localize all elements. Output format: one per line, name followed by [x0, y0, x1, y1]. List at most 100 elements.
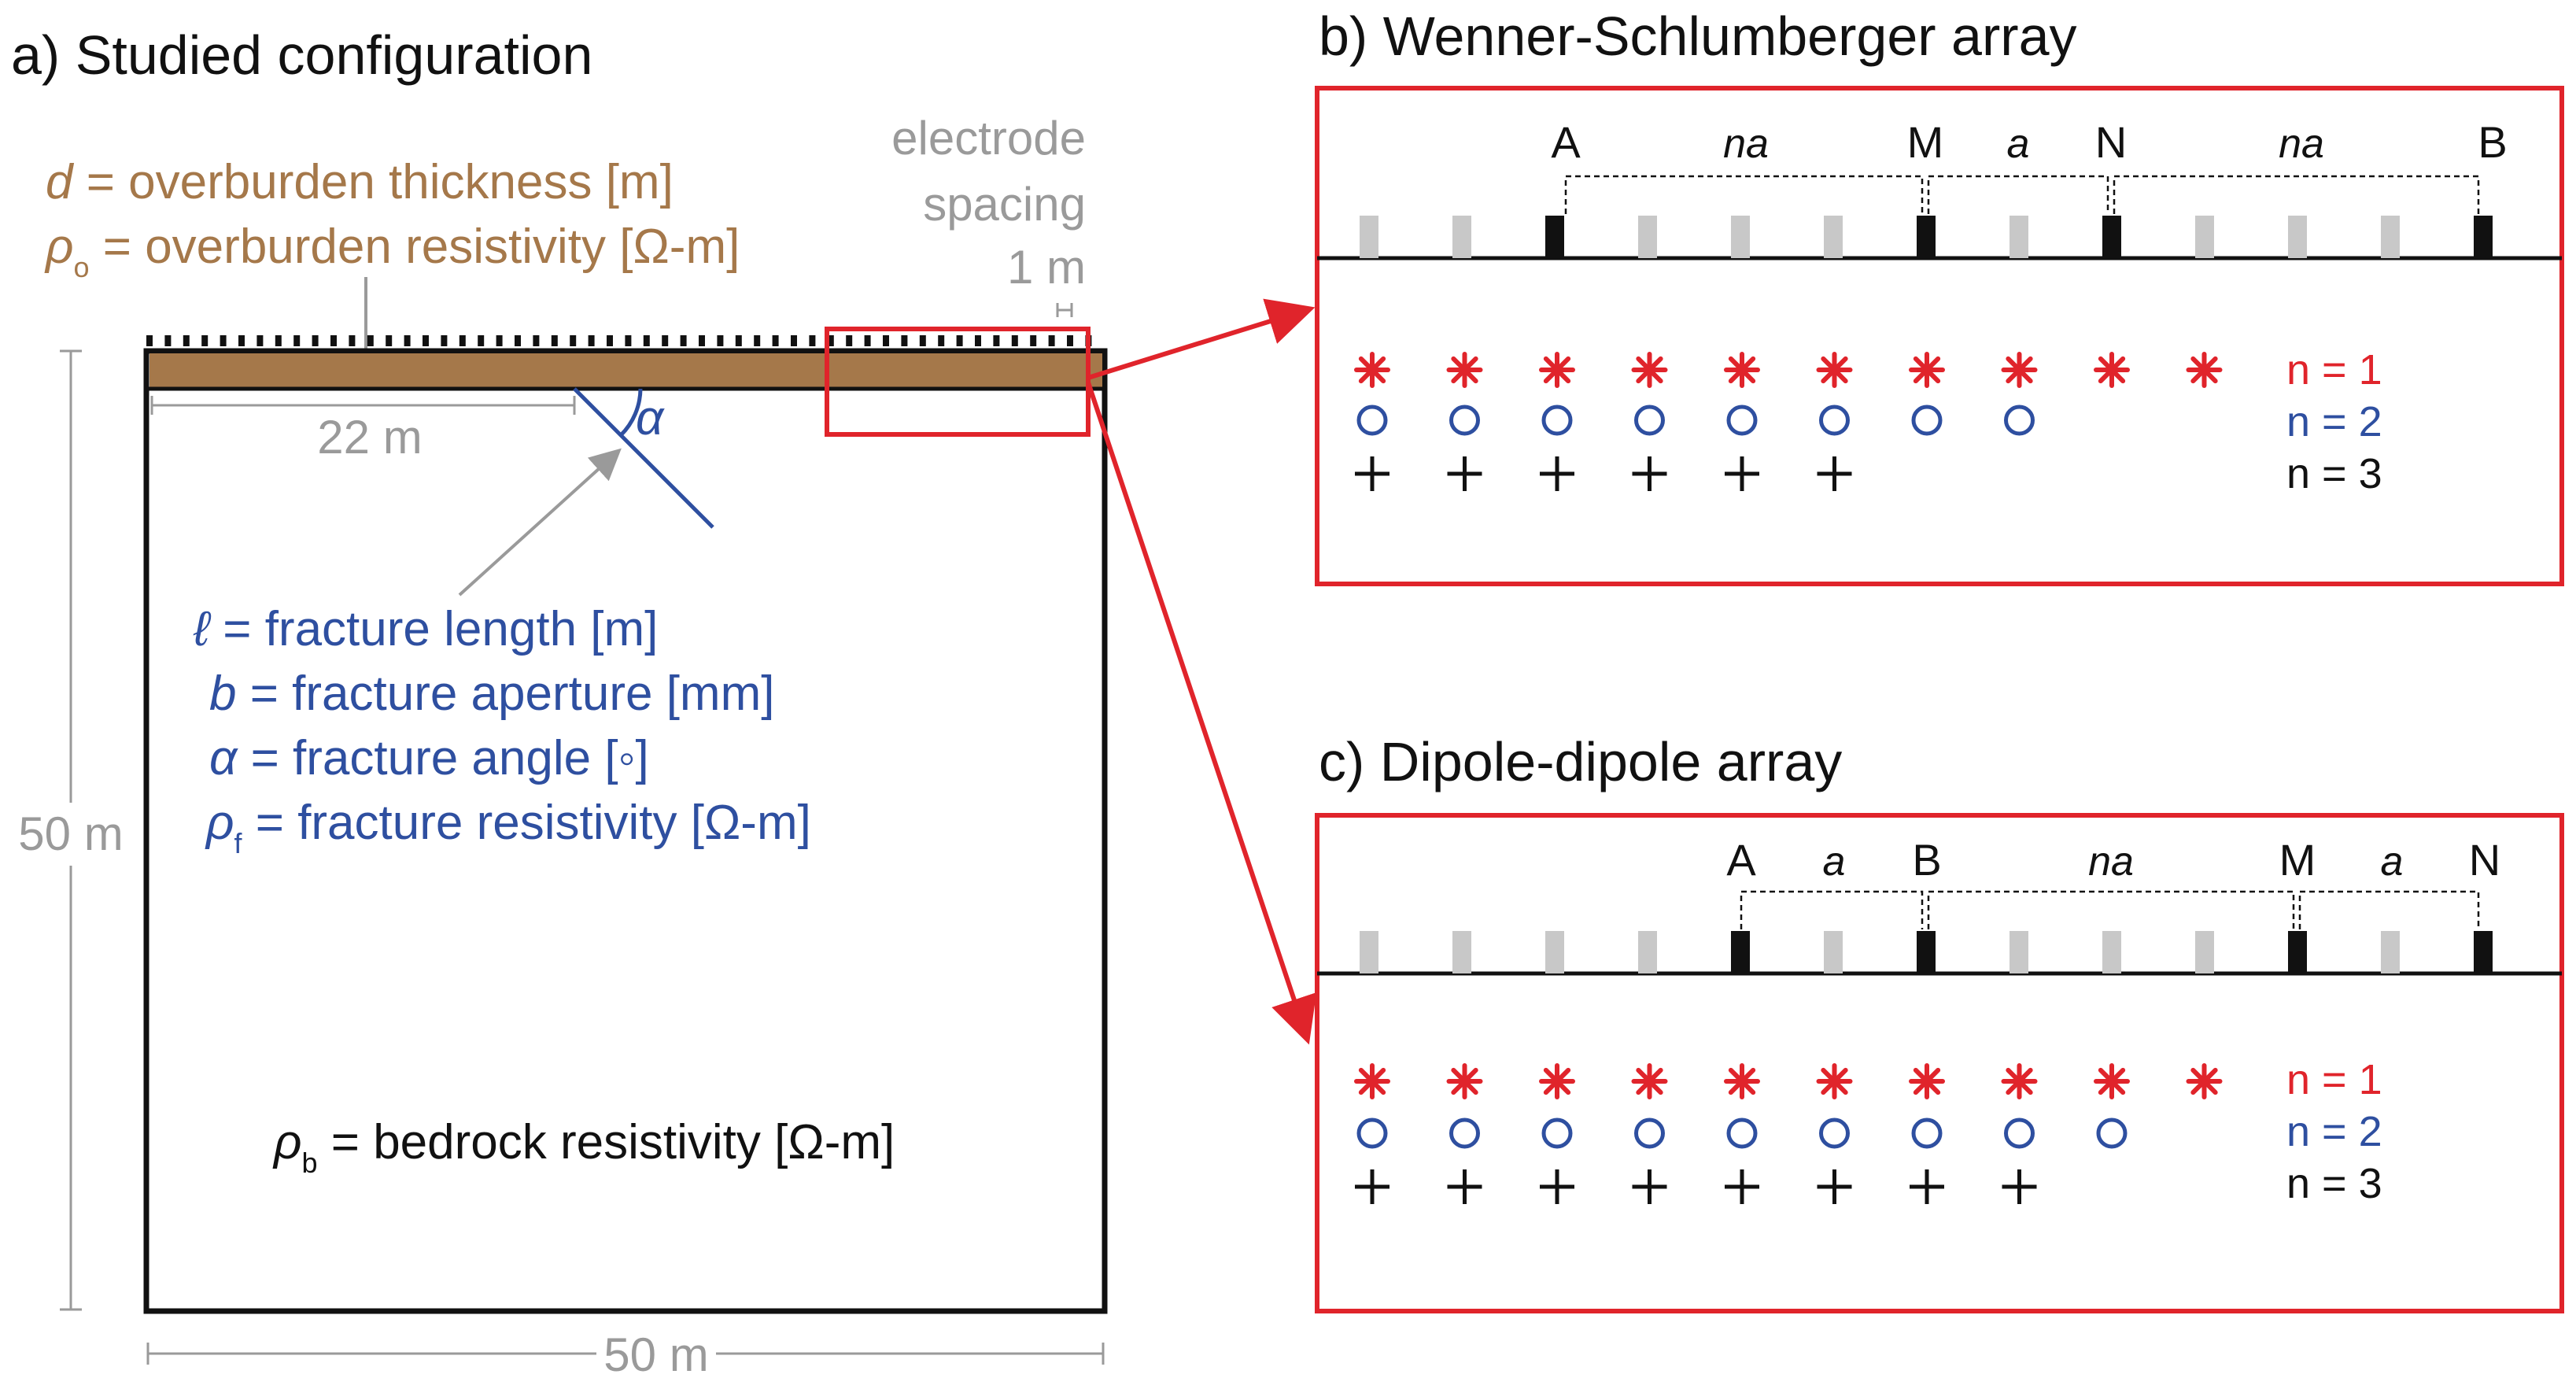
electrode-label-m: M: [2279, 835, 2316, 885]
panel-b-electrodes: [1360, 216, 2493, 258]
surface-electrode: [256, 335, 264, 346]
electrode-label-a: A: [1551, 117, 1581, 167]
surface-electrode: [1048, 335, 1055, 346]
surface-electrode: [312, 335, 319, 346]
datum-point-n3: [1540, 1169, 1574, 1204]
datum-point-n3: [1817, 456, 1852, 491]
inactive-electrode: [2102, 931, 2121, 973]
l-symbol: ℓ: [193, 602, 212, 656]
inactive-electrode: [1638, 216, 1657, 258]
surface-electrode: [827, 335, 834, 346]
surface-electrode: [938, 335, 945, 346]
angle-symbol: α: [636, 391, 665, 445]
surface-electrode: [588, 335, 595, 346]
datum-point-n1: [1539, 1063, 1575, 1099]
datum-point-n2: [1911, 1117, 1943, 1149]
surface-electrode: [754, 335, 761, 346]
datum-point-n2: [1356, 405, 1388, 436]
model-domain-box: [143, 348, 1108, 1314]
bedrock-resistivity-text: ρb = bedrock resistivity [Ω-m]: [272, 1115, 895, 1179]
datum-point-n2: [1541, 1117, 1573, 1149]
datum-point-n1: [1909, 1063, 1945, 1099]
active-electrode: [1731, 931, 1750, 973]
surface-electrode: [146, 335, 153, 346]
surface-electrode: [423, 335, 429, 346]
rho-f-description: = fracture resistivity [Ω-m]: [242, 796, 811, 850]
inactive-electrode: [2381, 216, 2400, 258]
surface-electrode: [349, 335, 356, 346]
electrode-label-m: M: [1907, 117, 1944, 167]
inactive-electrode: [2010, 216, 2028, 258]
fracture-line: [573, 387, 714, 529]
b-description: = fracture aperture [mm]: [236, 667, 774, 721]
inactive-electrode: [2195, 931, 2214, 973]
zoom-highlight-box: [825, 327, 1091, 437]
surface-electrode: [919, 335, 926, 346]
surface-electrode: [496, 335, 503, 346]
surface-electrode: [570, 335, 577, 346]
active-electrode: [1545, 216, 1564, 258]
fracture-angle-arc: [619, 388, 643, 437]
l-description: = fracture length [m]: [209, 602, 658, 656]
surface-electrode: [201, 335, 209, 346]
surface-electrode: [717, 335, 724, 346]
overburden-resistivity-text: ρo = overburden resistivity [Ω-m]: [44, 220, 740, 283]
inactive-electrode: [2195, 216, 2214, 258]
surface-electrode: [183, 335, 190, 346]
datum-point-n3: [1355, 456, 1389, 491]
rho-f-symbol: ρ: [205, 796, 234, 850]
overburden-thickness-text: d = overburden thickness [m]: [46, 155, 674, 209]
datum-point-n2: [2004, 405, 2035, 436]
surface-electrode: [846, 335, 853, 346]
electrode-label-line1: electrode: [891, 112, 1086, 164]
surface-electrode: [662, 335, 669, 346]
datum-point-n2: [1819, 1117, 1850, 1149]
datum-point-n2: [1911, 405, 1943, 436]
datum-point-n3: [1725, 1169, 1759, 1204]
panel-b-title: b) Wenner-Schlumberger array: [1319, 6, 2077, 67]
datum-point-n1: [1724, 352, 1760, 388]
panel-c: c) Dipole-dipole array A B M N a na a n …: [1315, 731, 2564, 1313]
rho-b-subscript: b: [302, 1147, 318, 1179]
datum-point-n1: [1631, 352, 1668, 388]
surface-electrode: [956, 335, 963, 346]
width-dimension: [146, 1343, 1105, 1365]
datum-point-n3: [1632, 1169, 1667, 1204]
surface-electrode: [625, 335, 632, 346]
surface-electrode: [735, 335, 742, 346]
surface-electrode: [275, 335, 282, 346]
datum-point-n3: [1355, 1169, 1389, 1204]
datum-point-n1: [1909, 352, 1945, 388]
datum-point-n2: [1541, 405, 1573, 436]
datum-point-n3: [1632, 456, 1667, 491]
datum-point-n3: [1447, 1169, 1482, 1204]
level-label-n3: n = 3: [2286, 1160, 2382, 1207]
electrode-spacing-value: 1 m: [1007, 241, 1086, 294]
datum-point-n2: [2004, 1117, 2035, 1149]
datum-point-n1: [2186, 352, 2223, 388]
inactive-electrode: [1731, 216, 1750, 258]
inactive-electrode: [1545, 931, 1564, 973]
datum-point-n1: [1446, 1063, 1483, 1099]
surface-electrode: [367, 335, 374, 346]
surface-electrode: [441, 335, 448, 346]
electrode-label-n: N: [2469, 835, 2500, 885]
datum-point-n1: [1539, 352, 1575, 388]
height-label: 50 m: [18, 807, 123, 860]
surface-electrode: [293, 335, 301, 346]
spacing-label-a: a: [2007, 121, 2030, 167]
fracture-length-text: ℓ = fracture length [m]: [193, 602, 658, 656]
rho-f-subscript: f: [234, 827, 243, 859]
inactive-electrode: [2010, 931, 2028, 973]
panel-c-title: c) Dipole-dipole array: [1319, 731, 1842, 792]
alpha-symbol: α: [209, 731, 238, 785]
surface-electrode: [459, 335, 466, 346]
inactive-electrode: [1360, 216, 1378, 258]
level-label-n2: n = 2: [2286, 398, 2382, 445]
inactive-electrode: [2381, 931, 2400, 973]
active-electrode: [2474, 931, 2493, 973]
datum-point-n3: [1447, 456, 1482, 491]
zoom-arrow-to-panel-c: [1086, 382, 1317, 1045]
panel-b-datum-points: [1354, 352, 2223, 491]
